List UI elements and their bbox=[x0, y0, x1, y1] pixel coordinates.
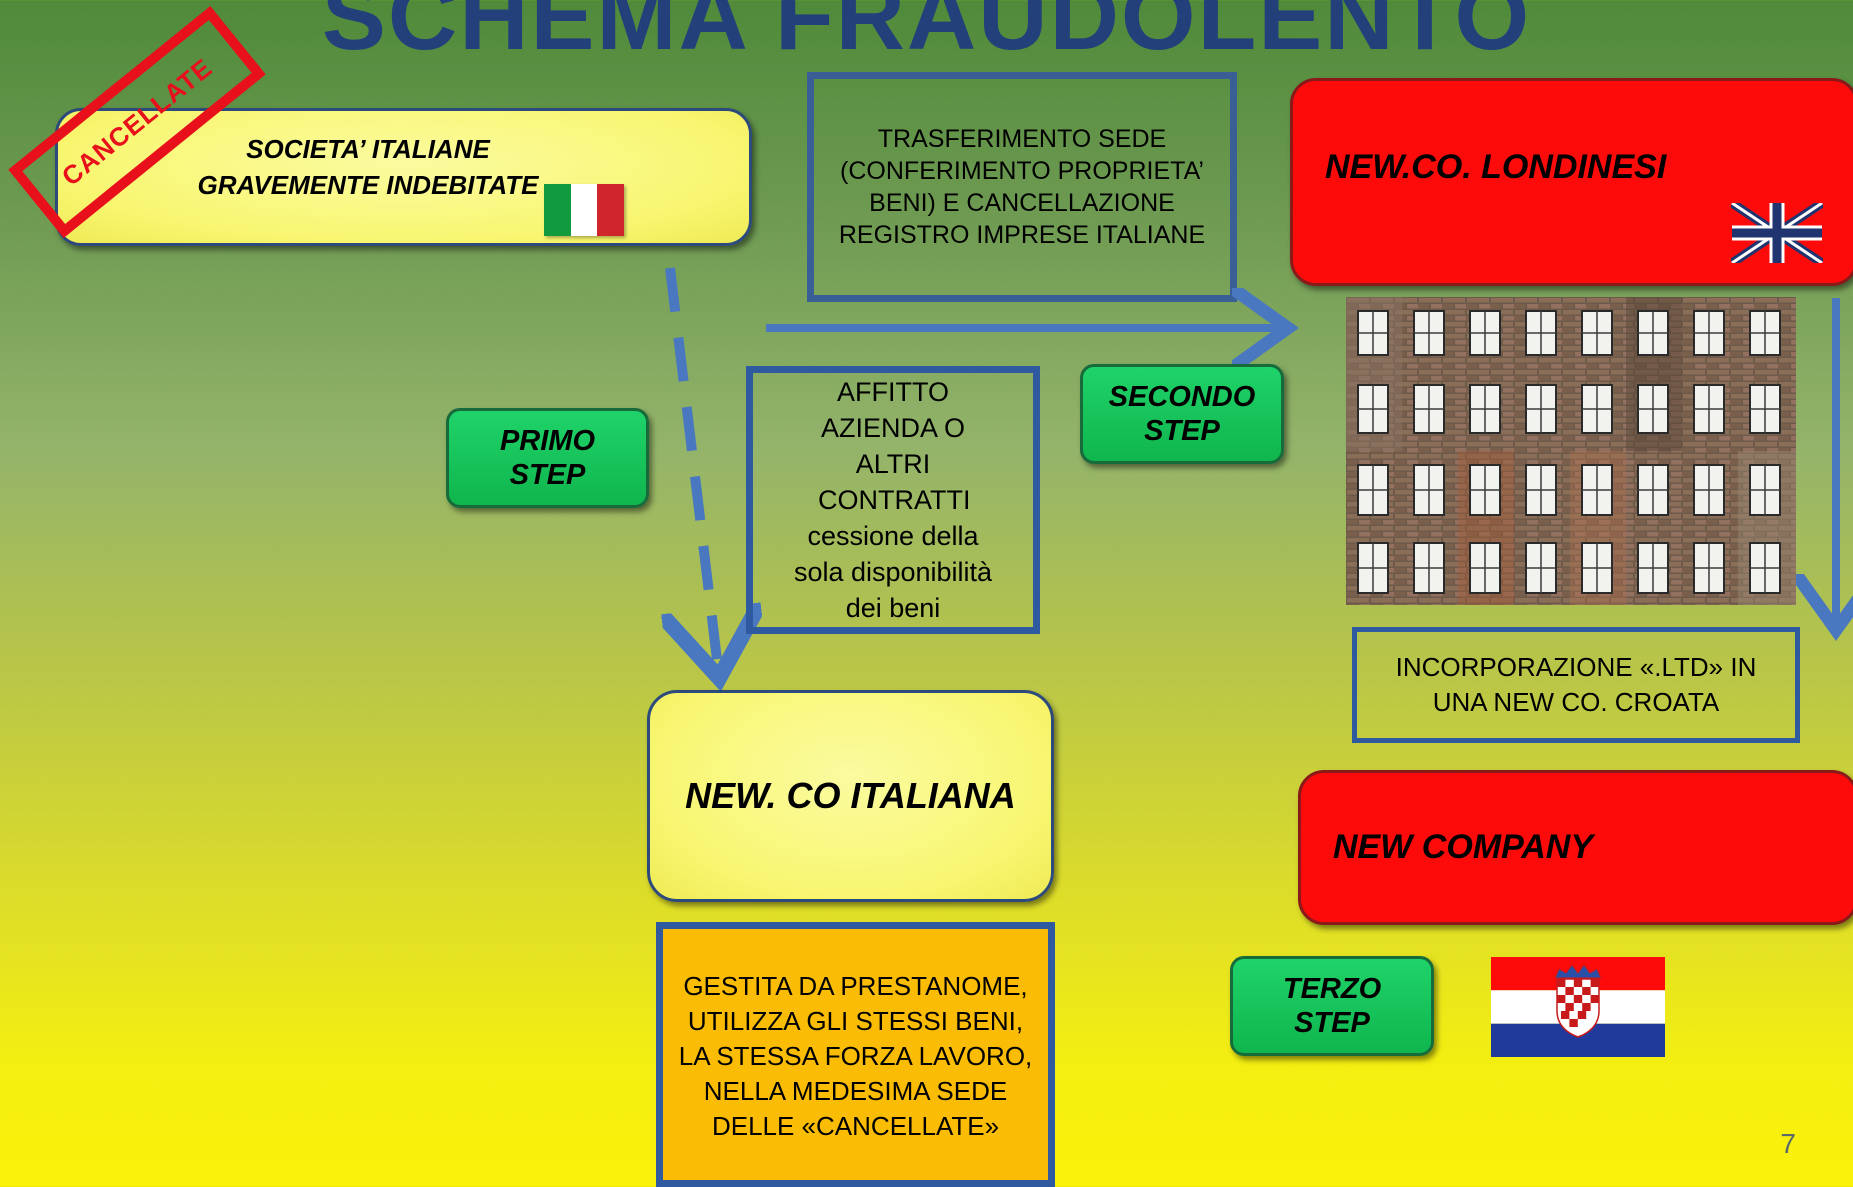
first-step-label: PRIMO STEP bbox=[499, 425, 596, 491]
london-newco-box: NEW.CO. LONDINESI bbox=[1290, 78, 1853, 286]
arrow-italy-to-newco bbox=[670, 267, 718, 668]
third-step-label: TERZO STEP bbox=[1282, 973, 1382, 1039]
second-step-badge: SECONDO STEP bbox=[1080, 364, 1284, 464]
third-step-badge: TERZO STEP bbox=[1230, 956, 1434, 1056]
transfer-note-box: TRASFERIMENTO SEDE (CONFERIMENTO PROPRIE… bbox=[807, 72, 1237, 302]
incorporation-note-label: INCORPORAZIONE «.LTD» IN UNA NEW CO. CRO… bbox=[1395, 652, 1757, 717]
london-newco-label: NEW.CO. LONDINESI bbox=[1325, 147, 1667, 186]
managed-note-box: GESTITA DA PRESTANOME, UTILIZZA GLI STES… bbox=[656, 922, 1055, 1187]
first-step-badge: PRIMO STEP bbox=[446, 408, 649, 508]
london-windows-photo bbox=[1346, 297, 1796, 605]
lease-note-line2: cessione della sola disponibilità dei be… bbox=[793, 521, 993, 623]
uk-flag bbox=[1731, 203, 1823, 263]
croatia-coat-of-arms bbox=[1554, 964, 1602, 1038]
incorporation-note-box: INCORPORAZIONE «.LTD» IN UNA NEW CO. CRO… bbox=[1352, 627, 1800, 743]
managed-note-label: GESTITA DA PRESTANOME, UTILIZZA GLI STES… bbox=[678, 971, 1033, 1141]
transfer-note-label: TRASFERIMENTO SEDE (CONFERIMENTO PROPRIE… bbox=[838, 125, 1206, 249]
page-number: 7 bbox=[1780, 1128, 1796, 1159]
lease-note-box: AFFITTO AZIENDA O ALTRI CONTRATTI cessio… bbox=[746, 366, 1040, 634]
new-company-box: NEW COMPANY bbox=[1298, 770, 1853, 925]
italy-flag bbox=[544, 184, 624, 236]
second-step-label: SECONDO STEP bbox=[1108, 381, 1256, 447]
italian-companies-box: SOCIETA’ ITALIANE GRAVEMENTE INDEBITATE bbox=[55, 108, 752, 246]
page-title: SCHEMA FRAUDOLENTO bbox=[321, 0, 1532, 70]
lease-note-line1: AFFITTO AZIENDA O ALTRI CONTRATTI bbox=[818, 377, 971, 515]
italian-newco-box: NEW. CO ITALIANA bbox=[647, 690, 1054, 902]
croatia-flag bbox=[1491, 957, 1665, 1057]
italian-newco-label: NEW. CO ITALIANA bbox=[685, 775, 1016, 816]
italian-companies-label: SOCIETA’ ITALIANE GRAVEMENTE INDEBITATE bbox=[197, 134, 539, 200]
new-company-label: NEW COMPANY bbox=[1333, 828, 1594, 866]
